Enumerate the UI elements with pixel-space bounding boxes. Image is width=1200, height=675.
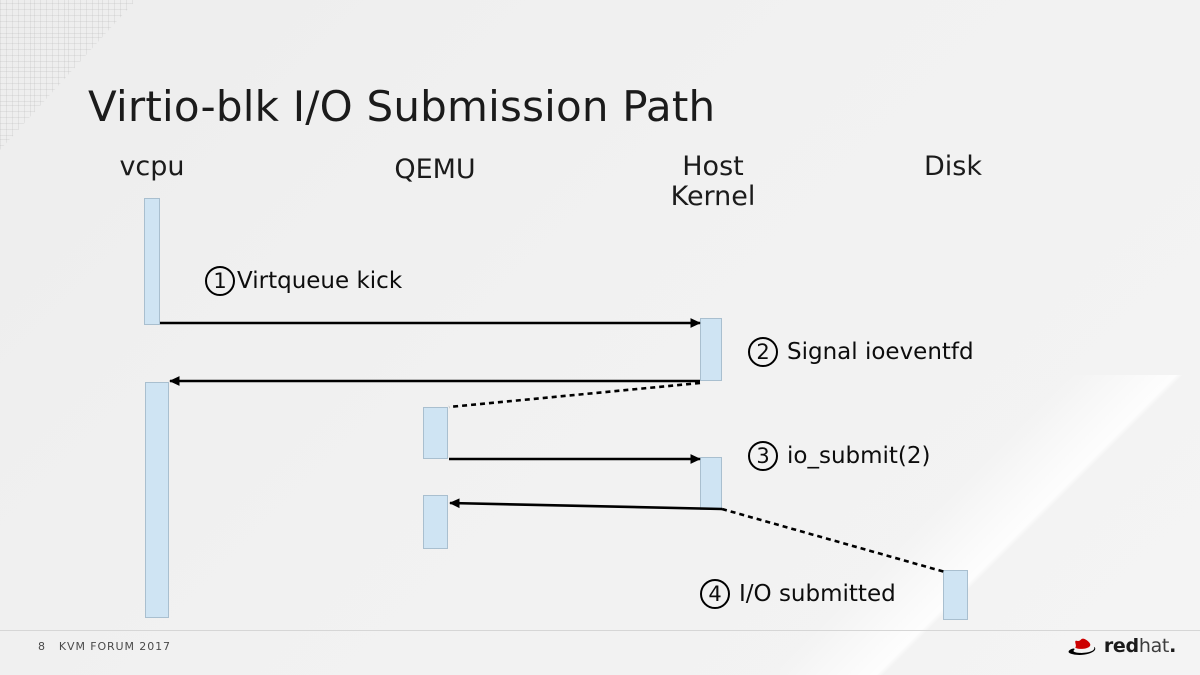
- conference-name: KVM FORUM 2017: [58, 640, 171, 653]
- step-2-label: Signal ioeventfd: [787, 339, 974, 365]
- logo-word-red: red: [1103, 635, 1139, 657]
- activation-disk-1: [943, 570, 968, 620]
- step-1-badge: 1: [205, 266, 235, 296]
- redhat-wordmark: redhat.: [1104, 635, 1176, 657]
- arrow-io-submit-return: [449, 498, 723, 511]
- step-4-label: I/O submitted: [739, 581, 896, 607]
- step-3-label: io_submit(2): [787, 443, 931, 469]
- footer: 8 KVM FORUM 2017: [38, 640, 171, 653]
- activation-vcpu-1: [144, 198, 160, 325]
- footer-divider: [0, 630, 1200, 631]
- activation-host-kernel-2: [700, 457, 722, 510]
- activation-qemu-1: [423, 407, 448, 459]
- page-title: Virtio-blk I/O Submission Path: [88, 82, 716, 131]
- activation-host-kernel-1: [700, 318, 722, 381]
- logo-word-hat: hat: [1138, 635, 1170, 657]
- dotted-kernel-to-disk: [721, 507, 946, 574]
- step-3: 3 io_submit(2): [748, 441, 931, 471]
- page-number: 8: [38, 640, 46, 653]
- step-4-badge: 4: [700, 579, 730, 609]
- step-3-badge: 3: [748, 441, 778, 471]
- activation-vcpu-2: [145, 382, 169, 618]
- step-1-label: Virtqueue kick: [237, 268, 403, 294]
- lane-host-kernel: Host Kernel: [670, 151, 756, 213]
- step-4: 4 I/O submitted: [700, 579, 896, 609]
- lane-qemu: QEMU: [394, 154, 476, 185]
- logo-dot: .: [1169, 635, 1176, 657]
- redhat-fedora-icon: [1068, 638, 1096, 655]
- dotted-ioeventfd-to-qemu: [448, 381, 701, 409]
- activation-qemu-2: [423, 495, 448, 549]
- lane-vcpu: vcpu: [119, 151, 185, 182]
- redhat-logo: redhat.: [1067, 635, 1176, 657]
- step-2: 2 Signal ioeventfd: [748, 337, 974, 367]
- step-2-badge: 2: [748, 337, 778, 367]
- lane-disk: Disk: [924, 151, 982, 182]
